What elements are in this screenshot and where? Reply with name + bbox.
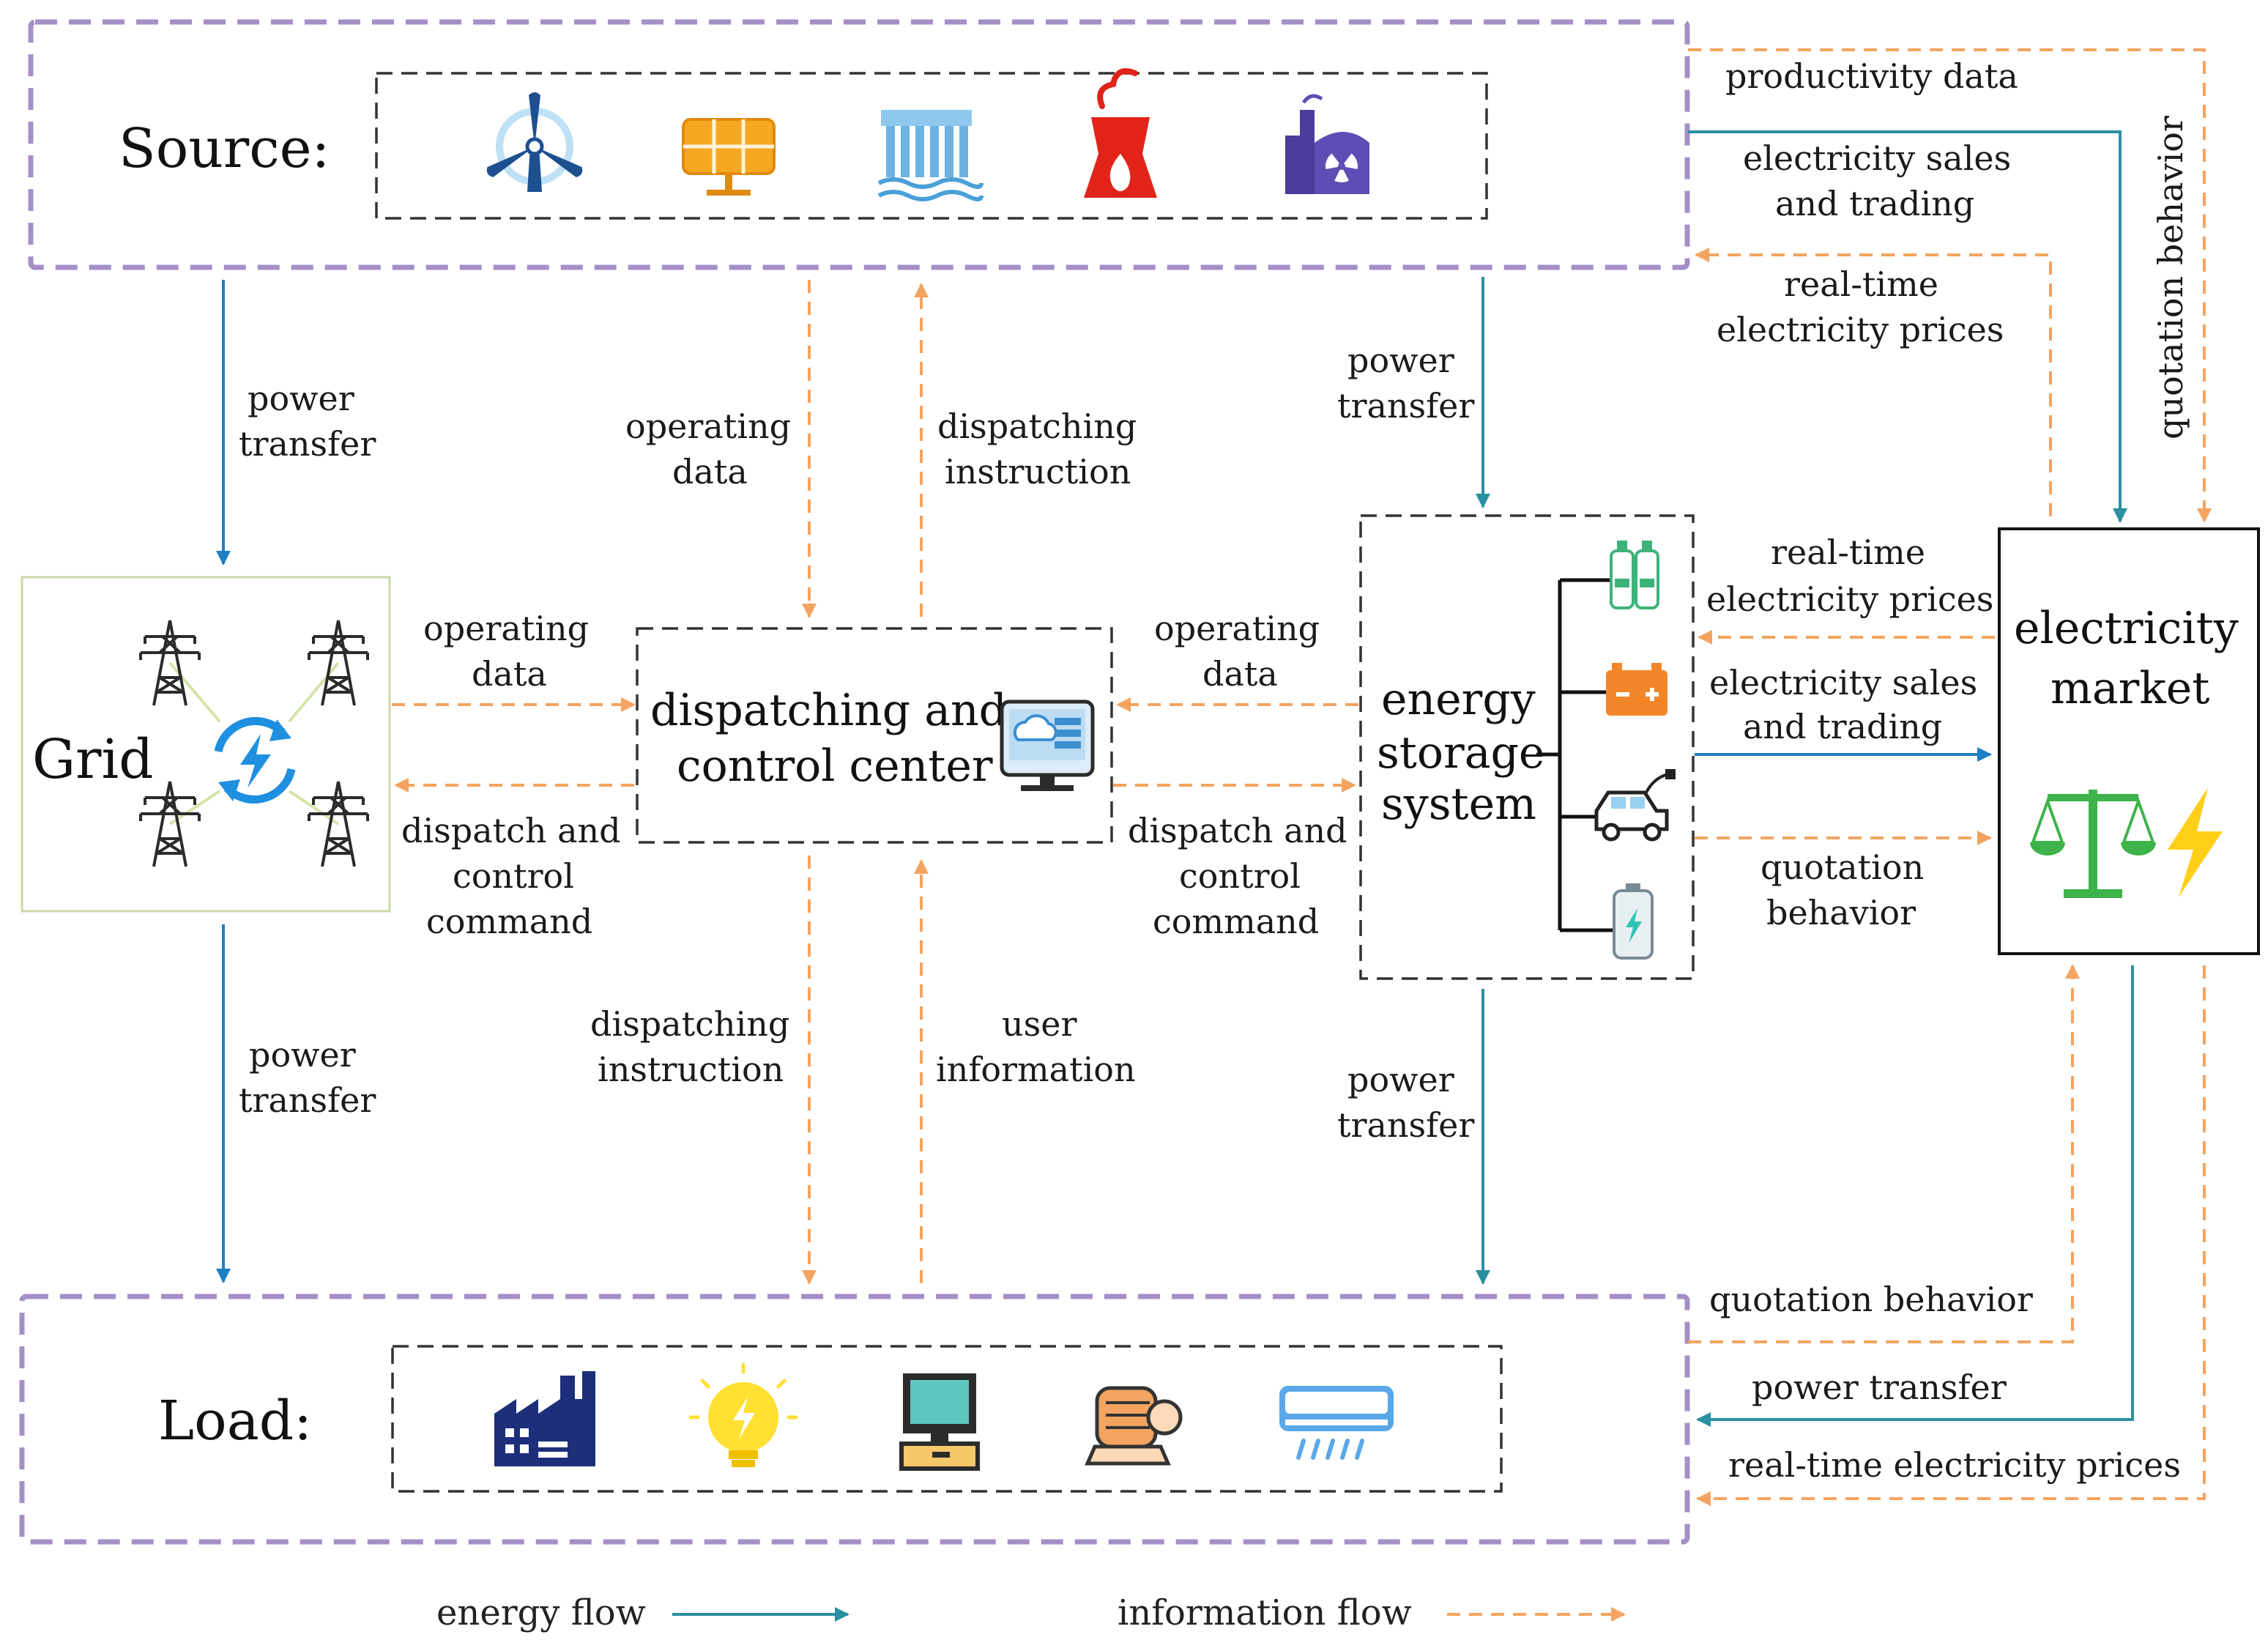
label-sales-top-1: electricity sales (1743, 138, 2011, 178)
label-ess-dc-operating-1: operating (1154, 609, 1320, 648)
label-quotation-top: quotation behavior (2151, 116, 2190, 439)
label-ess-load-power-1: power (1347, 1060, 1454, 1099)
market-load-prices-arrow (1696, 965, 2206, 1506)
thermal-plant-icon (1084, 68, 1157, 198)
legend: energy flow information flow (436, 1592, 1626, 1633)
label-dc-grid-command-1: dispatch and (401, 811, 621, 850)
label-ess-dc-operating-2: data (1202, 654, 1278, 694)
computer-icon (899, 1373, 980, 1471)
lightning-icon (2168, 787, 2223, 897)
solar-panel-icon (682, 118, 776, 196)
label-grid-dc-operating-2: data (472, 654, 547, 694)
load-title: Load: (158, 1389, 312, 1452)
energy-storage-box (1359, 514, 1695, 980)
label-prices-top-1: real-time (1784, 264, 1938, 304)
dispatch-center-box (636, 627, 1113, 844)
monitor-cloud-icon (1000, 700, 1095, 791)
dispatch-center-line1: dispatching and (650, 685, 1007, 736)
source-icon-frame (375, 72, 1488, 220)
label-dc-grid-command-2: control (453, 856, 574, 896)
air-conditioner-icon (1279, 1386, 1394, 1460)
transmission-tower-icon (139, 781, 201, 867)
legend-energy-label: energy flow (436, 1592, 646, 1633)
label-prices-top-2: electricity prices (1717, 310, 2004, 349)
scales-icon (2030, 790, 2156, 898)
label-grid-load-power-2: transfer (239, 1080, 376, 1120)
label-src-grid-power-1: power (248, 379, 354, 418)
load-icon-frame (391, 1345, 1503, 1493)
label-dc-load-instruction-1: dispatching (590, 1004, 789, 1044)
market-load-power-arrow (1696, 965, 2134, 1427)
label-prices-load: real-time electricity prices (1728, 1445, 2181, 1485)
source-market-productivity-arrow (1688, 48, 2212, 523)
label-power-load: power transfer (1752, 1368, 2007, 1407)
label-src-ess-power-2: transfer (1337, 386, 1474, 426)
label-sales-ess-2: and trading (1743, 707, 1942, 746)
label-src-dc-operating-2: data (672, 452, 748, 491)
label-sales-ess-1: electricity sales (1709, 663, 1977, 702)
label-ess-load-power-2: transfer (1337, 1105, 1474, 1145)
cell-battery-icon (1613, 883, 1654, 960)
transmission-tower-icon (139, 620, 201, 706)
electricity-market-box (1998, 527, 2260, 955)
label-load-dc-user-2: information (936, 1050, 1136, 1089)
storage-line1: energy (1381, 674, 1536, 725)
label-dc-ess-command-2: control (1179, 856, 1301, 896)
arrow-labels: power transfer power transfer operating … (239, 56, 2190, 1485)
source-container (28, 19, 1690, 270)
label-dc-grid-command-3: command (426, 902, 592, 941)
label-load-dc-user-1: user (1002, 1004, 1077, 1044)
label-dc-src-instruction-2: instruction (945, 452, 1131, 491)
label-quotation-load: quotation behavior (1709, 1280, 2033, 1319)
label-productivity: productivity data (1725, 56, 2018, 96)
label-src-grid-power-2: transfer (239, 424, 376, 464)
source-market-sales-arrow (1688, 130, 2127, 523)
storage-bracket (1536, 578, 1615, 932)
source-title: Source: (119, 117, 330, 180)
hydrogen-tank-icon (1610, 541, 1659, 609)
market-line2: market (2051, 663, 2209, 714)
legend-info-label: information flow (1118, 1592, 1412, 1633)
label-prices-ess-2: electricity prices (1706, 579, 1993, 619)
label-dc-src-instruction-1: dispatching (937, 407, 1137, 446)
transmission-tower-icon (308, 781, 369, 867)
nuclear-plant-icon (1285, 94, 1369, 194)
battery-icon (1606, 663, 1667, 716)
factory-icon (494, 1371, 595, 1466)
transmission-tower-icon (139, 620, 369, 867)
wind-turbine-icon (486, 92, 583, 192)
storage-line3: system (1381, 779, 1536, 830)
label-prices-ess-1: real-time (1771, 533, 1925, 572)
label-dc-load-instruction-2: instruction (598, 1050, 784, 1089)
load-market-quotation-arrow (1688, 964, 2080, 1343)
label-grid-dc-operating-1: operating (423, 609, 589, 648)
transmission-tower-icon (308, 620, 369, 706)
label-sales-top-2: and trading (1775, 184, 1974, 223)
dispatch-center-line2: control center (677, 741, 993, 792)
label-src-ess-power-1: power (1347, 341, 1454, 380)
storage-line2: storage (1377, 727, 1544, 779)
label-dc-ess-command-1: dispatch and (1128, 811, 1347, 850)
motor-icon (1085, 1386, 1183, 1466)
refresh-bolt-icon (214, 716, 296, 804)
label-quotation-ess-2: behavior (1766, 893, 1916, 932)
grid-box (21, 576, 391, 913)
market-line1: electricity (2014, 603, 2239, 654)
grid-title: Grid (32, 728, 154, 791)
electric-car-icon (1594, 769, 1676, 842)
label-src-dc-operating-1: operating (625, 407, 791, 446)
label-quotation-ess-1: quotation (1761, 847, 1924, 887)
label-dc-ess-command-3: command (1153, 902, 1319, 941)
energy-arrows (216, 130, 2134, 1427)
label-grid-load-power-1: power (249, 1035, 356, 1075)
hydro-dam-icon (877, 110, 984, 201)
light-bulb-icon (688, 1362, 798, 1467)
information-arrows (392, 48, 2212, 1506)
load-container (19, 1294, 1690, 1545)
